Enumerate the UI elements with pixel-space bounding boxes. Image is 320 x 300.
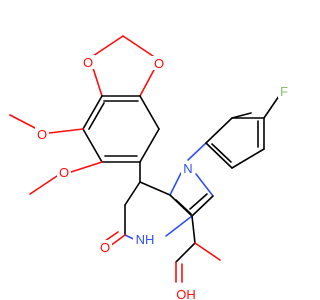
bond-core bbox=[175, 199, 192, 215]
atom-label-layer: O O O O N F O NH OH bbox=[35, 55, 291, 300]
molecule-diagram: O O O O N F O NH OH bbox=[9, 35, 291, 300]
bond-core bbox=[139, 181, 171, 196]
atom-label-oh-acid: OH bbox=[176, 287, 196, 300]
atom-label-n-pyrrole: N bbox=[183, 161, 192, 176]
bond-core bbox=[124, 181, 141, 206]
bond-core bbox=[191, 195, 214, 217]
bond-c-cooh bbox=[191, 215, 196, 244]
bond-c-oh bbox=[194, 242, 221, 261]
bond-aryl bbox=[139, 128, 160, 163]
bond-o-aryl bbox=[92, 67, 103, 97]
bond-o-aryl bbox=[139, 67, 156, 97]
bond-methoxy-o bbox=[70, 161, 103, 173]
atom-label-o-lactam: O bbox=[100, 240, 110, 255]
bond-fluoroaryl-double bbox=[211, 143, 232, 163]
atom-label-fluorine: F bbox=[280, 84, 288, 99]
atom-label-o-methoxy-upper: O bbox=[37, 127, 47, 142]
atom-label-o-diox-bottom: O bbox=[154, 56, 164, 71]
bond-aryl-double bbox=[88, 102, 105, 130]
bond-aryl bbox=[82, 128, 103, 163]
bond-n-c bbox=[195, 173, 214, 197]
atom-label-nh-lactam: NH bbox=[136, 232, 155, 247]
bond-layer bbox=[9, 35, 280, 283]
bond-c-nh bbox=[165, 215, 193, 237]
bond-fluoroaryl bbox=[231, 112, 252, 119]
bond-aryl bbox=[139, 95, 160, 130]
bond-methoxy-o bbox=[48, 128, 84, 134]
atom-label-o-methoxy-lower: O bbox=[59, 165, 69, 180]
bond-methoxy-ch3 bbox=[29, 175, 58, 195]
atom-label-o-diox-top: O bbox=[83, 55, 93, 70]
bond-ch2-o bbox=[92, 35, 124, 57]
bond-fluoroaryl bbox=[263, 95, 280, 119]
bond-n-aryl bbox=[187, 142, 207, 161]
bond-c-n bbox=[169, 172, 182, 196]
bond-co-double bbox=[104, 231, 119, 242]
bond-fluoroaryl bbox=[205, 117, 233, 144]
bond-aryl bbox=[82, 95, 103, 130]
bond-core-double bbox=[189, 193, 208, 210]
bond-co bbox=[109, 234, 126, 247]
bond-methoxy-ch3 bbox=[9, 114, 36, 129]
bond-fluoroaryl bbox=[205, 142, 233, 169]
bond-cooh bbox=[175, 242, 196, 263]
bond-ch2-o bbox=[122, 35, 154, 57]
bond-fluoroaryl bbox=[231, 148, 265, 169]
